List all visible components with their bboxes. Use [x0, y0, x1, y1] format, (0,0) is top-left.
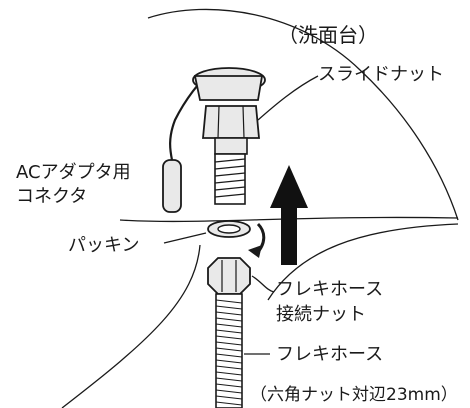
- hex-nut-size-label: （六角ナット対辺23mm）: [250, 385, 458, 405]
- up-arrow-icon: [270, 165, 308, 208]
- slide-nut-label: スライドナット: [318, 64, 444, 85]
- collar-icon: [214, 137, 248, 155]
- hose-nut-label-line1: フレキホース: [276, 279, 383, 300]
- ac-adapter-connector-icon: [162, 159, 182, 213]
- leader-slide-nut: [257, 75, 319, 121]
- ac-adapter-label-line2: コネクタ: [16, 186, 87, 207]
- bracket-icon: [193, 75, 264, 101]
- leader-hose-nut: [251, 275, 275, 293]
- basin-outline-top: [147, 8, 459, 221]
- basin-outline-bottom: [119, 216, 459, 223]
- basin-label: （洗面台）: [278, 23, 378, 47]
- packing-hole-icon: [217, 224, 241, 234]
- ac-adapter-label-line1: ACアダプタ用: [16, 162, 131, 183]
- leader-packing: [163, 232, 207, 244]
- pipe-threads: [214, 158, 246, 198]
- slide-nut-facet: [242, 105, 245, 139]
- flex-hose-corrugation: [215, 299, 243, 406]
- slide-nut-icon: [202, 105, 260, 139]
- basin-outline-lower: [61, 244, 201, 408]
- packing-label: パッキン: [68, 235, 139, 256]
- basin-outline-right: [267, 223, 459, 301]
- flex-hose-label: フレキホース: [276, 344, 383, 365]
- hose-connection-nut-icon: [207, 257, 251, 295]
- hose-nut-label-line2: 接続ナット: [276, 304, 366, 325]
- rotation-arrowhead-icon: [248, 245, 262, 258]
- up-arrow-shaft: [281, 205, 297, 265]
- slide-nut-facet: [217, 105, 220, 139]
